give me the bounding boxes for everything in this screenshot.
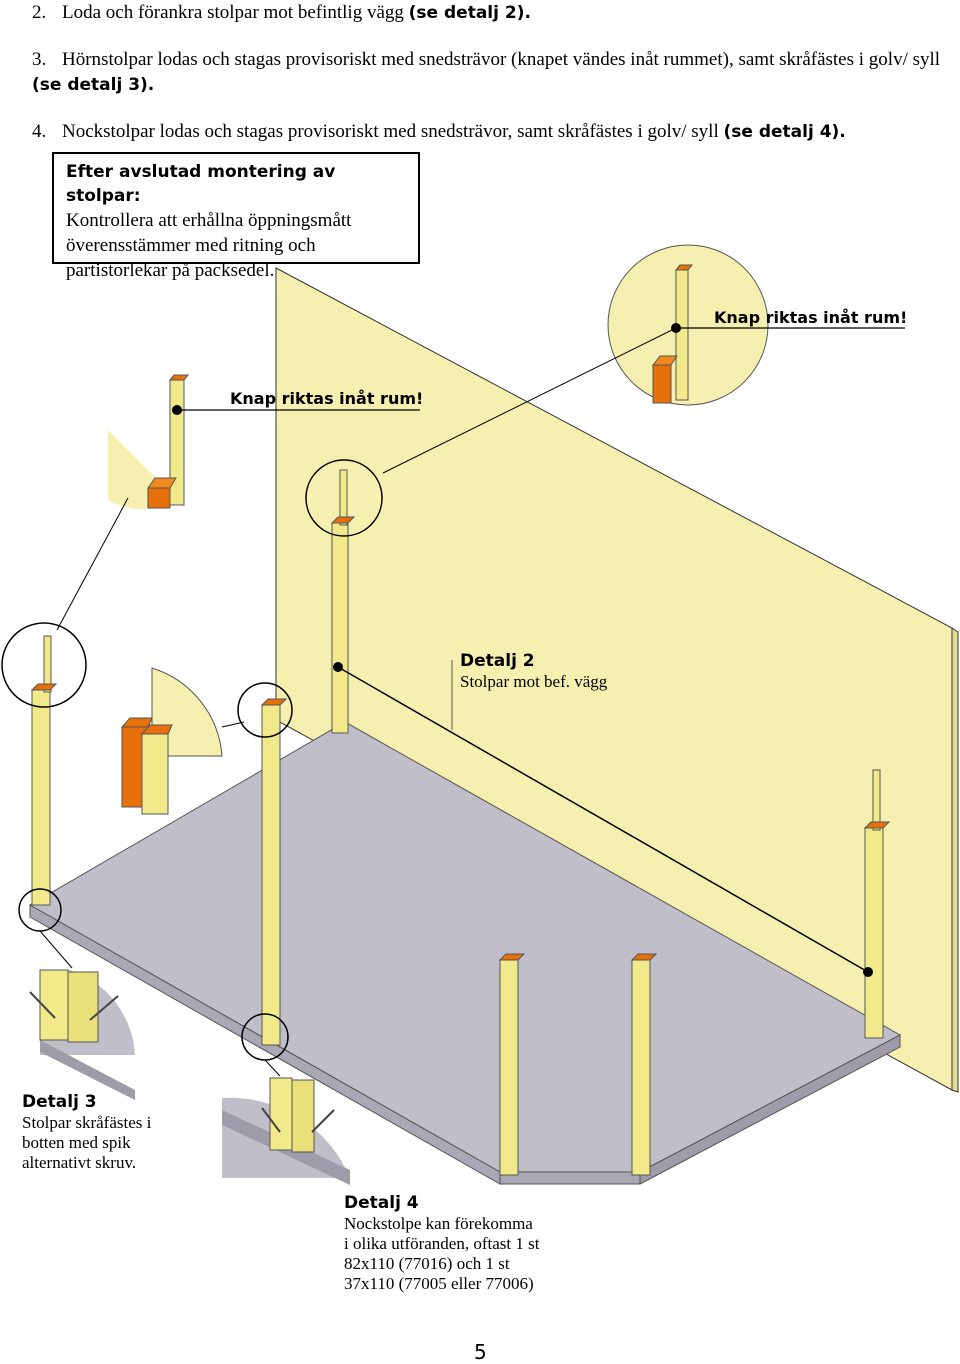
- leader-detail-4: [264, 1059, 281, 1077]
- leader-knap-left: [56, 497, 129, 631]
- dot-detail-2-left: [333, 662, 343, 672]
- detail-2-title: Detalj 2: [460, 651, 535, 671]
- step-2: 2. Loda och förankra stolpar mot befintli…: [32, 0, 952, 26]
- leader-knap-right: [382, 327, 677, 474]
- ridge-post-left: [498, 953, 526, 1176]
- ridge-post-right: [630, 953, 658, 1176]
- detail-4-title: Detalj 4: [344, 1193, 419, 1213]
- detail-3-line: botten med spik: [22, 1133, 131, 1152]
- detail-4-line: i olika utföranden, oftast 1 st: [344, 1234, 540, 1253]
- detail-circle-wall-top: [237, 682, 293, 738]
- leader-detail-2: [337, 666, 869, 973]
- detail-4-line: Nockstolpe kan förekomma: [344, 1214, 533, 1233]
- detail-3-line: alternativt skruv.: [22, 1153, 137, 1172]
- step-number: 4.: [32, 121, 47, 142]
- dot-knap-right: [671, 323, 681, 333]
- detail-3-illustration: [29, 969, 135, 1100]
- detail-2-illustration: [120, 667, 223, 815]
- wall-edge: [951, 627, 959, 1093]
- step-number: 2.: [32, 2, 47, 23]
- corner-post-right: [863, 769, 891, 1039]
- note-body: Kontrollera att erhållna öppningsmått öv…: [66, 210, 352, 281]
- step-text: Loda och förankra stolpar mot befintlig …: [62, 2, 409, 23]
- dot-detail-2-right: [863, 967, 873, 977]
- detail-circle-corner-top: [1, 622, 87, 708]
- detail-3-caption: Detalj 3 Stolpar skråfästes i botten med…: [22, 1091, 151, 1173]
- detail-4-illustration: [222, 1077, 350, 1185]
- detail-4-line: 37x110 (77005 eller 77006): [344, 1274, 534, 1293]
- assembly-note: Efter avslutad montering av stolpar: Kon…: [52, 152, 420, 281]
- step-text: Hörnstolpar lodas och stagas provisorisk…: [62, 49, 941, 70]
- leader-detail-3: [39, 930, 73, 969]
- detail-circle-middle-top: [305, 459, 383, 537]
- note-heading: Efter avslutad montering av stolpar:: [66, 162, 336, 206]
- detail-4-caption: Detalj 4 Nockstolpe kan förekomma i olik…: [344, 1192, 539, 1294]
- step-reference: (se detalj 2).: [408, 3, 531, 23]
- leader-detail-2-illus: [221, 721, 245, 728]
- detail-knap-left: [108, 374, 190, 510]
- detail-2-caption: Detalj 2 Stolpar mot bef. vägg: [460, 650, 607, 692]
- step-text: Nockstolpar lodas och stagas provisorisk…: [62, 121, 724, 142]
- step-reference: (se detalj 3).: [32, 75, 155, 95]
- detail-3-line: Stolpar skråfästes i: [22, 1113, 152, 1132]
- dot-knap-left: [172, 405, 182, 415]
- floor-edge-right: [639, 1034, 901, 1185]
- floor-edge-bottom: [499, 1171, 641, 1185]
- detail-2-text: Stolpar mot bef. vägg: [460, 672, 608, 691]
- step-reference: (se detalj 4).: [723, 122, 846, 142]
- callout-knap-right: Knap riktas inåt rum!: [714, 308, 908, 327]
- detail-4-line: 82x110 (77016) och 1 st: [344, 1254, 510, 1273]
- step-4: 4. Nockstolpar lodas och stagas provisori…: [32, 119, 952, 145]
- callout-knap-left: Knap riktas inåt rum!: [230, 389, 424, 408]
- detail-circle-knap-right: [607, 244, 769, 406]
- corner-post-left: [30, 635, 58, 906]
- step-number: 3.: [32, 49, 47, 70]
- wall-post-left: [260, 698, 288, 1046]
- detail-3-title: Detalj 3: [22, 1092, 97, 1112]
- wall-post-middle: [330, 469, 356, 734]
- page-number: 5: [474, 1340, 487, 1364]
- step-3: 3. Hörnstolpar lodas och stagas provisori…: [32, 47, 952, 98]
